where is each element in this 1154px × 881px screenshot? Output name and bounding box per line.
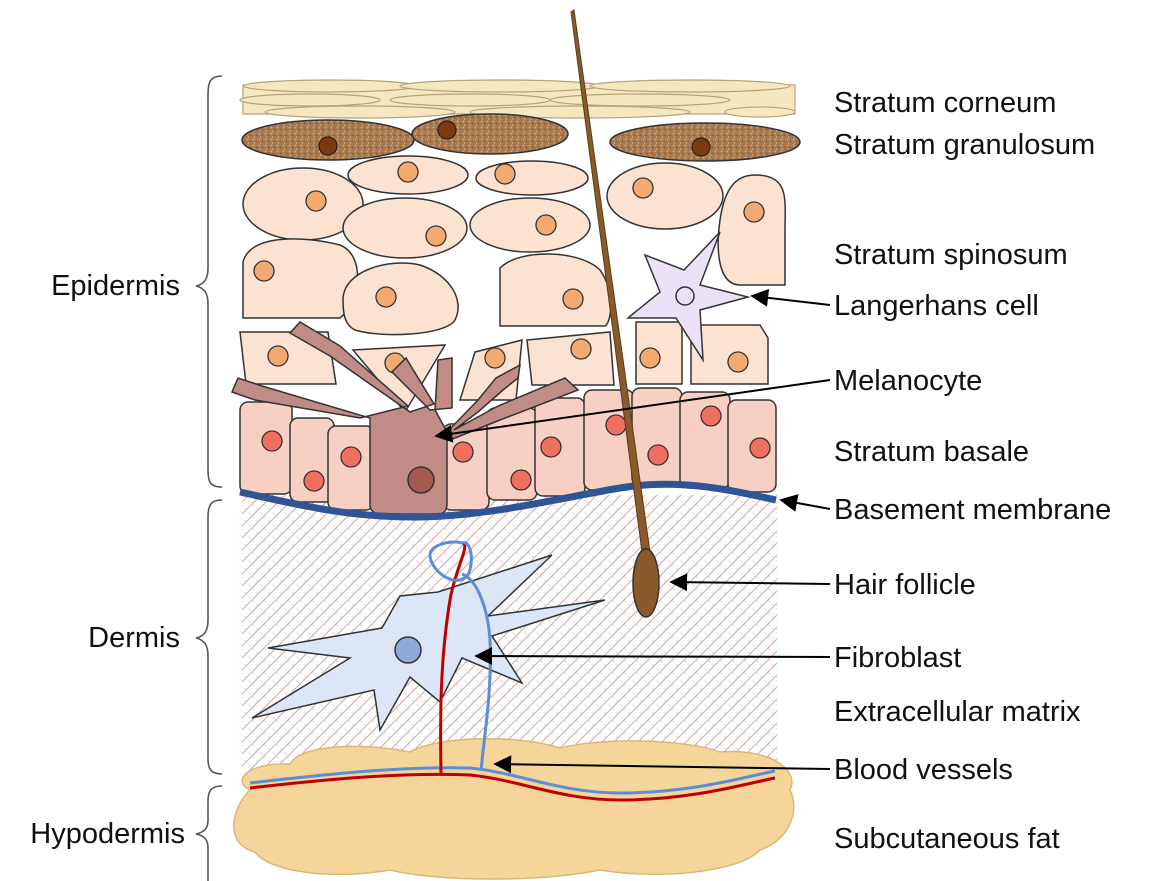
blood-vessels-label: Blood vessels	[834, 754, 1013, 786]
hair-follicle	[633, 549, 659, 617]
stratum-granulosum-layer	[242, 114, 800, 161]
hypodermis-label: Hypodermis	[30, 818, 185, 850]
fibroblast-nucleus	[395, 637, 421, 663]
langerhans-arrow	[752, 296, 830, 305]
hair-follicle-label: Hair follicle	[834, 569, 976, 601]
extracellular-matrix-label: Extracellular matrix	[834, 696, 1081, 728]
stratum-corneum-layer	[240, 80, 795, 118]
subcutaneous-fat-label: Subcutaneous fat	[834, 823, 1060, 855]
stratum-spinosum-label: Stratum spinosum	[834, 239, 1068, 271]
langerhans-nucleus	[676, 287, 694, 305]
region-braces	[196, 76, 222, 881]
dermis-brace	[196, 500, 222, 774]
epidermis-brace	[196, 76, 222, 487]
hypodermis-brace	[196, 786, 222, 881]
extracellular-matrix-area	[242, 495, 777, 780]
stratum-corneum-label: Stratum corneum	[834, 87, 1056, 119]
melanocyte-label: Melanocyte	[834, 365, 982, 397]
dermis-label: Dermis	[88, 622, 180, 654]
epidermis-label: Epidermis	[51, 270, 180, 302]
langerhans-cell-label: Langerhans cell	[834, 290, 1039, 322]
stratum-basale-label: Stratum basale	[834, 436, 1029, 468]
subcutaneous-fat-blob	[234, 739, 794, 879]
fibroblast-arrow	[476, 656, 830, 657]
basement-membrane-label: Basement membrane	[834, 494, 1111, 526]
basement-membrane-arrow	[781, 500, 830, 509]
melanocyte-nucleus	[408, 467, 434, 493]
fibroblast-label: Fibroblast	[834, 642, 961, 674]
stratum-granulosum-label: Stratum granulosum	[834, 129, 1095, 161]
